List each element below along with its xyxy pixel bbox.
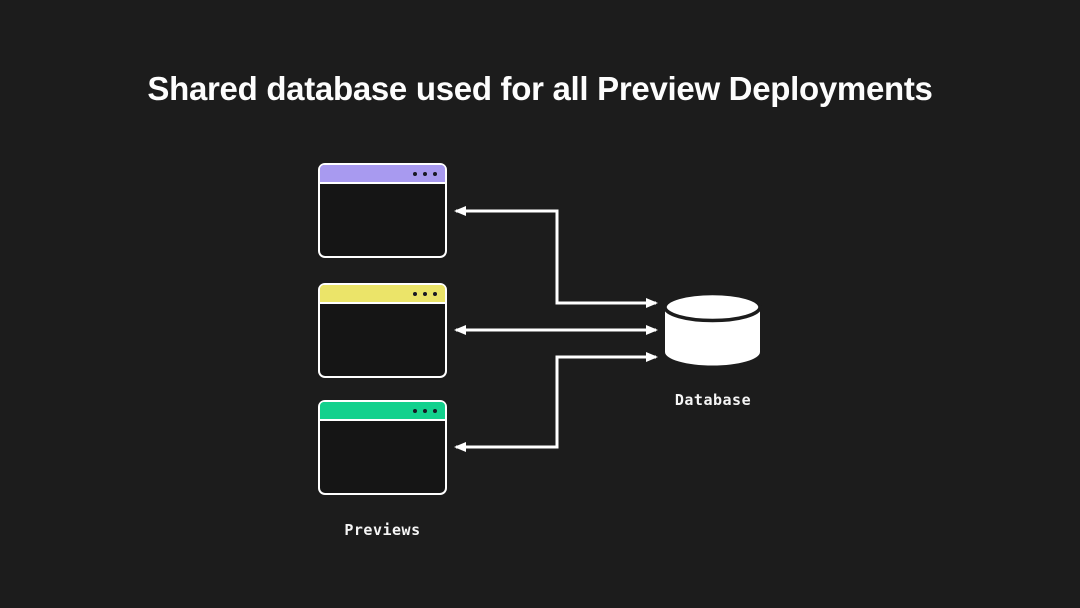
preview-window-1 [318,163,447,258]
dot-icon [413,171,417,176]
dot-icon [433,408,437,413]
dot-icon [413,408,417,413]
preview-window-2 [318,283,447,378]
database-cylinder-icon [663,291,762,366]
window-titlebar [320,285,445,304]
window-titlebar [320,165,445,184]
arrow-window3-database [454,352,658,452]
window-controls-dots-icon [413,408,437,413]
dot-icon [423,408,427,413]
window-controls-dots-icon [413,171,437,176]
arrow-window1-database [454,206,658,308]
preview-window-3 [318,400,447,495]
previews-label: Previews [344,521,421,539]
database-label: Database [674,391,752,409]
window-titlebar [320,402,445,421]
page-title: Shared database used for all Preview Dep… [147,70,933,107]
dot-icon [413,291,417,296]
dot-icon [423,171,427,176]
dot-icon [423,291,427,296]
window-controls-dots-icon [413,291,437,296]
dot-icon [433,171,437,176]
dot-icon [433,291,437,296]
